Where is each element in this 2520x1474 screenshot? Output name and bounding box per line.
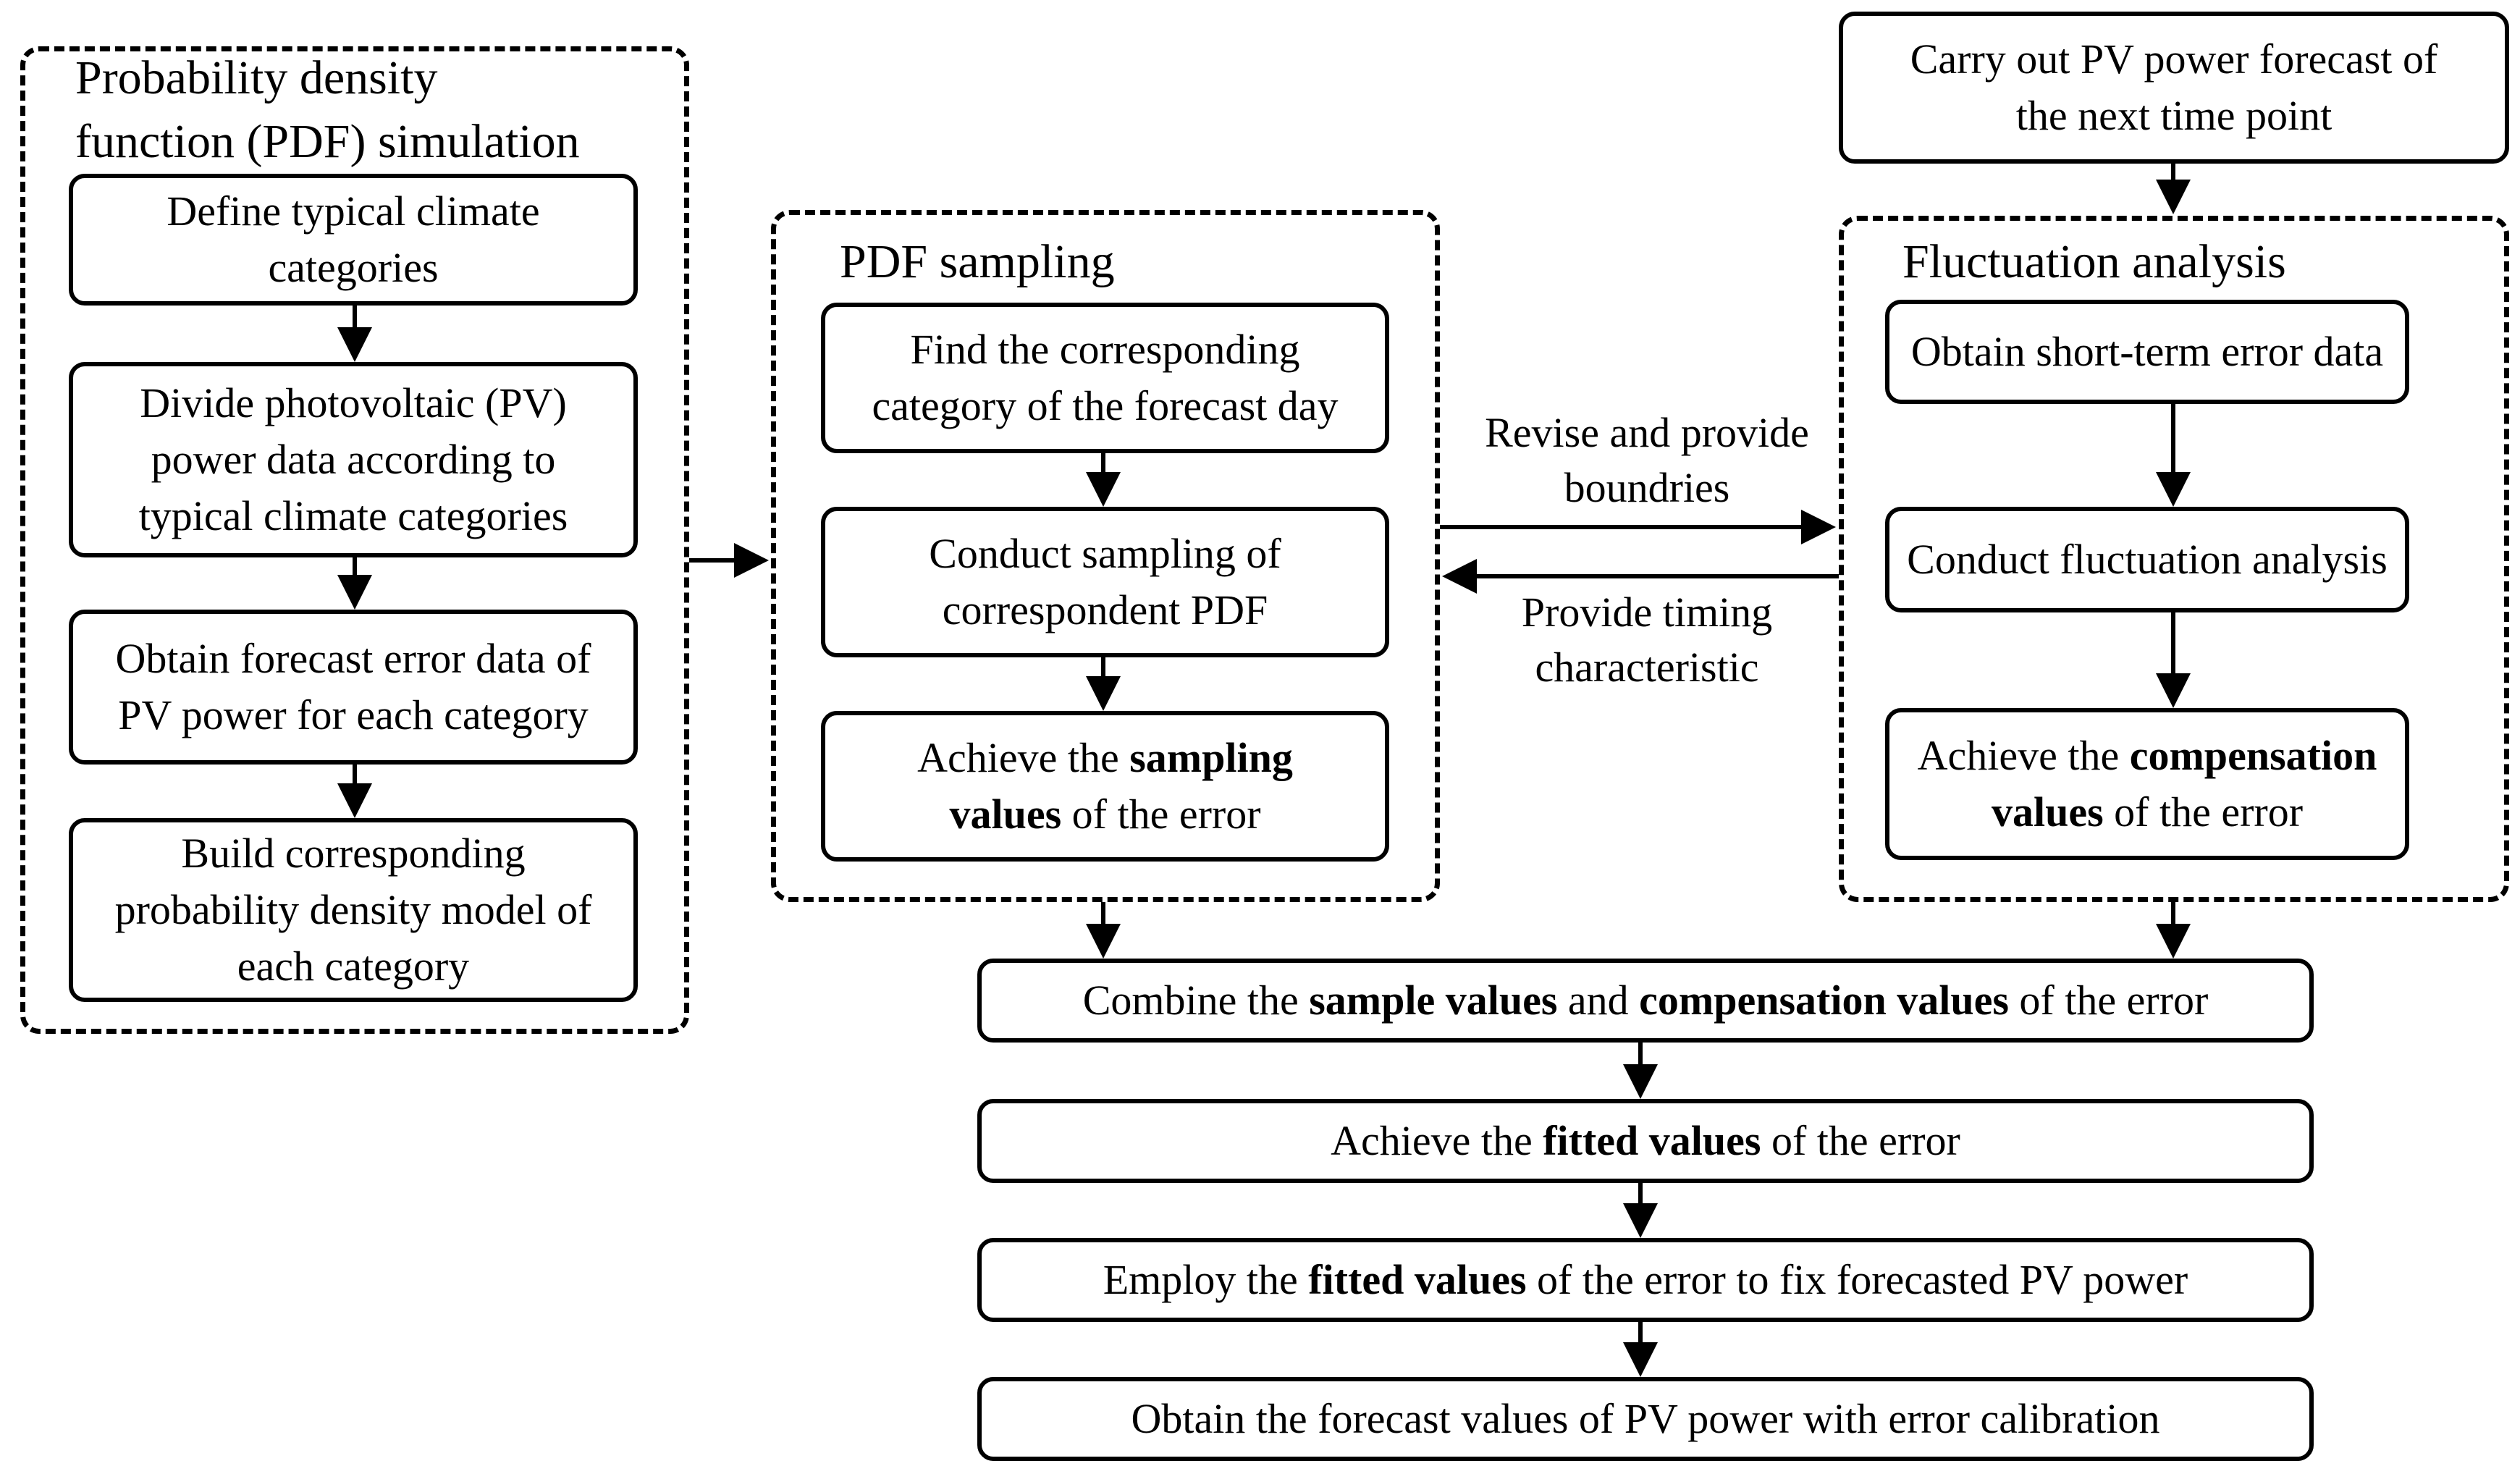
step-text-line: values of the error [1918, 784, 2377, 841]
step-text-line: Divide photovoltaic (PV) [140, 379, 567, 426]
step-text-line: the next time point [2015, 92, 2333, 139]
label-line: characteristic [1535, 644, 1759, 691]
step-text-line: Employ the fitted values of the error to… [1103, 1252, 2188, 1308]
text-segment: Achieve the [917, 734, 1130, 781]
fluctuation-analysis-group [1839, 216, 2509, 902]
bold-text-segment: values [949, 791, 1062, 838]
achieve-compensation-values-step: Achieve the compensation values of the e… [1885, 708, 2409, 860]
pdf-simulation-title-line1: Probability density [75, 51, 438, 104]
step-text-line: Conduct sampling of [929, 530, 1281, 577]
find-category-step: Find the corresponding category of the f… [821, 303, 1389, 453]
label-line: boundries [1564, 464, 1730, 511]
step-text-line: Combine the sample values and compensati… [1083, 972, 2209, 1029]
employ-fitted-values-step: Employ the fitted values of the error to… [977, 1238, 2314, 1322]
step-text: Obtain the forecast values of PV power w… [1131, 1395, 2160, 1442]
fluctuation-analysis-title: Fluctuation analysis [1902, 230, 2286, 294]
text-segment: of the error [1761, 1117, 1960, 1164]
bold-text-segment: fitted values [1543, 1117, 1761, 1164]
step-text-line: Find the corresponding [910, 326, 1300, 373]
pdf-simulation-group [20, 46, 689, 1034]
text-segment: Achieve the [1331, 1117, 1543, 1164]
text-segment: Achieve the [1917, 732, 2130, 779]
text-segment: of the error to fix forecasted PV power [1526, 1256, 2188, 1303]
revise-boundaries-label: Revise and provide boundries [1457, 405, 1837, 515]
carry-out-forecast-step: Carry out PV power forecast of the next … [1839, 12, 2509, 164]
step-text-line: Obtain forecast error data of [115, 635, 591, 682]
pdf-simulation-title-line2: function (PDF) simulation [75, 115, 580, 168]
pdf-sampling-title-text: PDF sampling [840, 235, 1115, 288]
label-line: Provide timing [1521, 589, 1773, 636]
text-segment: of the error [2103, 788, 2304, 835]
pdf-sampling-group [771, 210, 1440, 902]
step-text-line: Build corresponding [181, 830, 526, 877]
achieve-sampling-values-step: Achieve the sampling values of the error [821, 711, 1389, 862]
step-text-line: power data according to [151, 436, 556, 483]
combine-values-step: Combine the sample values and compensati… [977, 959, 2314, 1043]
text-segment: of the error [1061, 791, 1261, 838]
step-text-line: typical climate categories [138, 492, 568, 539]
bold-text-segment: sample values [1309, 977, 1558, 1024]
text-segment: of the error [2008, 977, 2209, 1024]
pdf-simulation-title-2: function (PDF) simulation [75, 110, 580, 174]
pdf-sampling-title: PDF sampling [840, 230, 1115, 294]
step-text: Obtain short-term error data [1910, 328, 2384, 375]
step-text: Conduct fluctuation analysis [1907, 536, 2388, 583]
step-text-line: Carry out PV power forecast of [1910, 35, 2438, 83]
step-text-line: PV power for each category [118, 691, 589, 738]
achieve-fitted-values-step: Achieve the fitted values of the error [977, 1099, 2314, 1183]
timing-characteristic-label: Provide timing characteristic [1457, 585, 1837, 695]
bold-text-segment: compensation [2129, 732, 2377, 779]
bold-text-segment: values [1991, 788, 2104, 835]
step-text-line: correspondent PDF [942, 586, 1268, 633]
step-text-line: Achieve the compensation [1918, 728, 2377, 784]
step-text-line: Achieve the sampling [917, 730, 1293, 786]
conduct-fluctuation-analysis-step: Conduct fluctuation analysis [1885, 507, 2409, 612]
step-text-line: category of the forecast day [872, 382, 1339, 429]
divide-pv-data-step: Divide photovoltaic (PV) power data acco… [69, 362, 638, 557]
text-segment: Employ the [1103, 1256, 1309, 1303]
step-text-line: probability density model of [114, 886, 592, 933]
step-text-line: categories [268, 244, 439, 291]
conduct-sampling-step: Conduct sampling of correspondent PDF [821, 507, 1389, 657]
build-density-model-step: Build corresponding probability density … [69, 818, 638, 1002]
obtain-forecast-error-step: Obtain forecast error data of PV power f… [69, 610, 638, 765]
pdf-simulation-title: Probability density [75, 46, 437, 110]
step-text-line: Achieve the fitted values of the error [1331, 1113, 1960, 1169]
bold-text-segment: fitted values [1308, 1256, 1527, 1303]
obtain-calibrated-forecast-step: Obtain the forecast values of PV power w… [977, 1377, 2314, 1461]
fluctuation-analysis-title-text: Fluctuation analysis [1902, 235, 2286, 288]
obtain-short-term-error-step: Obtain short-term error data [1885, 300, 2409, 404]
step-text-line: Define typical climate [167, 188, 540, 235]
text-segment: and [1557, 977, 1640, 1024]
bold-text-segment: sampling [1129, 734, 1293, 781]
label-line: Revise and provide [1485, 409, 1809, 456]
bold-text-segment: compensation values [1639, 977, 2009, 1024]
define-climate-categories-step: Define typical climate categories [69, 174, 638, 306]
step-text-line: values of the error [917, 786, 1293, 843]
text-segment: Combine the [1082, 977, 1310, 1024]
step-text-line: each category [237, 943, 470, 990]
